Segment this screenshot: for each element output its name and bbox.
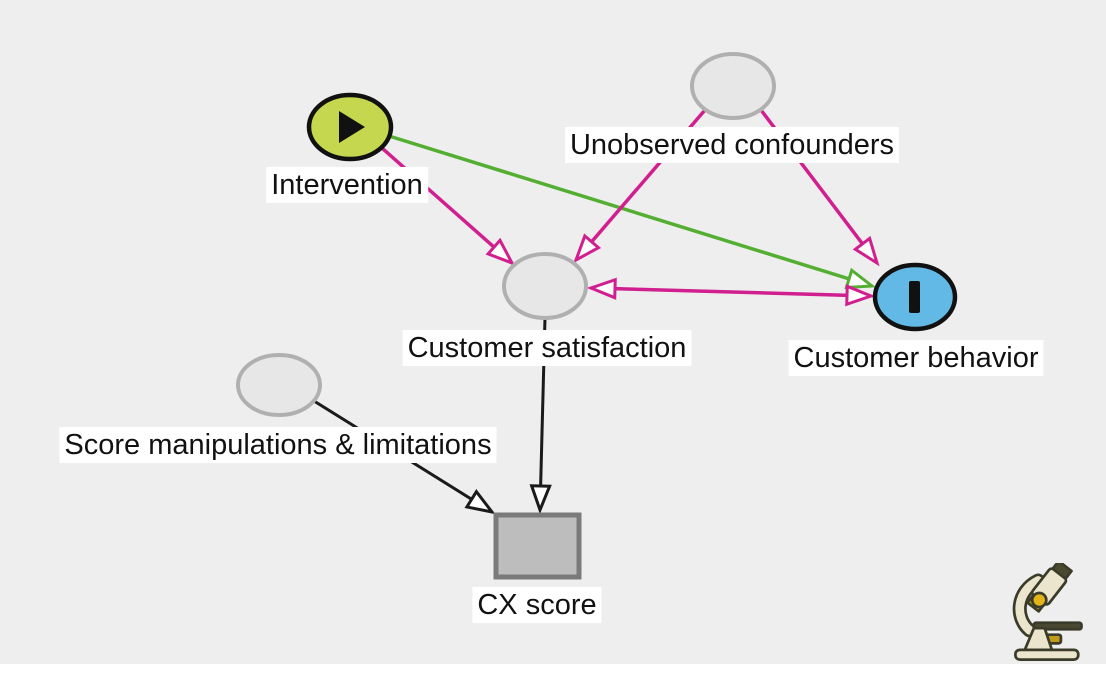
node-customer-behavior bbox=[872, 262, 958, 332]
node-customer-satisfaction bbox=[502, 252, 588, 320]
node-intervention bbox=[306, 92, 394, 162]
label-unobserved-confounders: Unobserved confounders bbox=[564, 127, 900, 163]
microscope-icon bbox=[1012, 563, 1083, 661]
node-cx-score bbox=[493, 512, 582, 580]
node-score-manipulations bbox=[236, 353, 322, 417]
play-icon bbox=[339, 111, 365, 143]
edge-intervention-to-satisfaction bbox=[380, 146, 516, 266]
label-customer-behavior: Customer behavior bbox=[788, 340, 1044, 376]
label-intervention: Intervention bbox=[266, 167, 428, 203]
edge-satisfaction-behavior-bidirectional bbox=[586, 277, 876, 307]
label-customer-satisfaction: Customer satisfaction bbox=[402, 330, 692, 366]
bottom-strip bbox=[0, 664, 1106, 674]
label-score-manipulations: Score manipulations & limitations bbox=[59, 427, 497, 463]
edge-intervention-to-behavior bbox=[388, 134, 877, 290]
node-unobserved-confounders bbox=[690, 52, 776, 120]
pause-bar-icon bbox=[909, 281, 920, 313]
label-cx-score: CX score bbox=[472, 587, 602, 623]
